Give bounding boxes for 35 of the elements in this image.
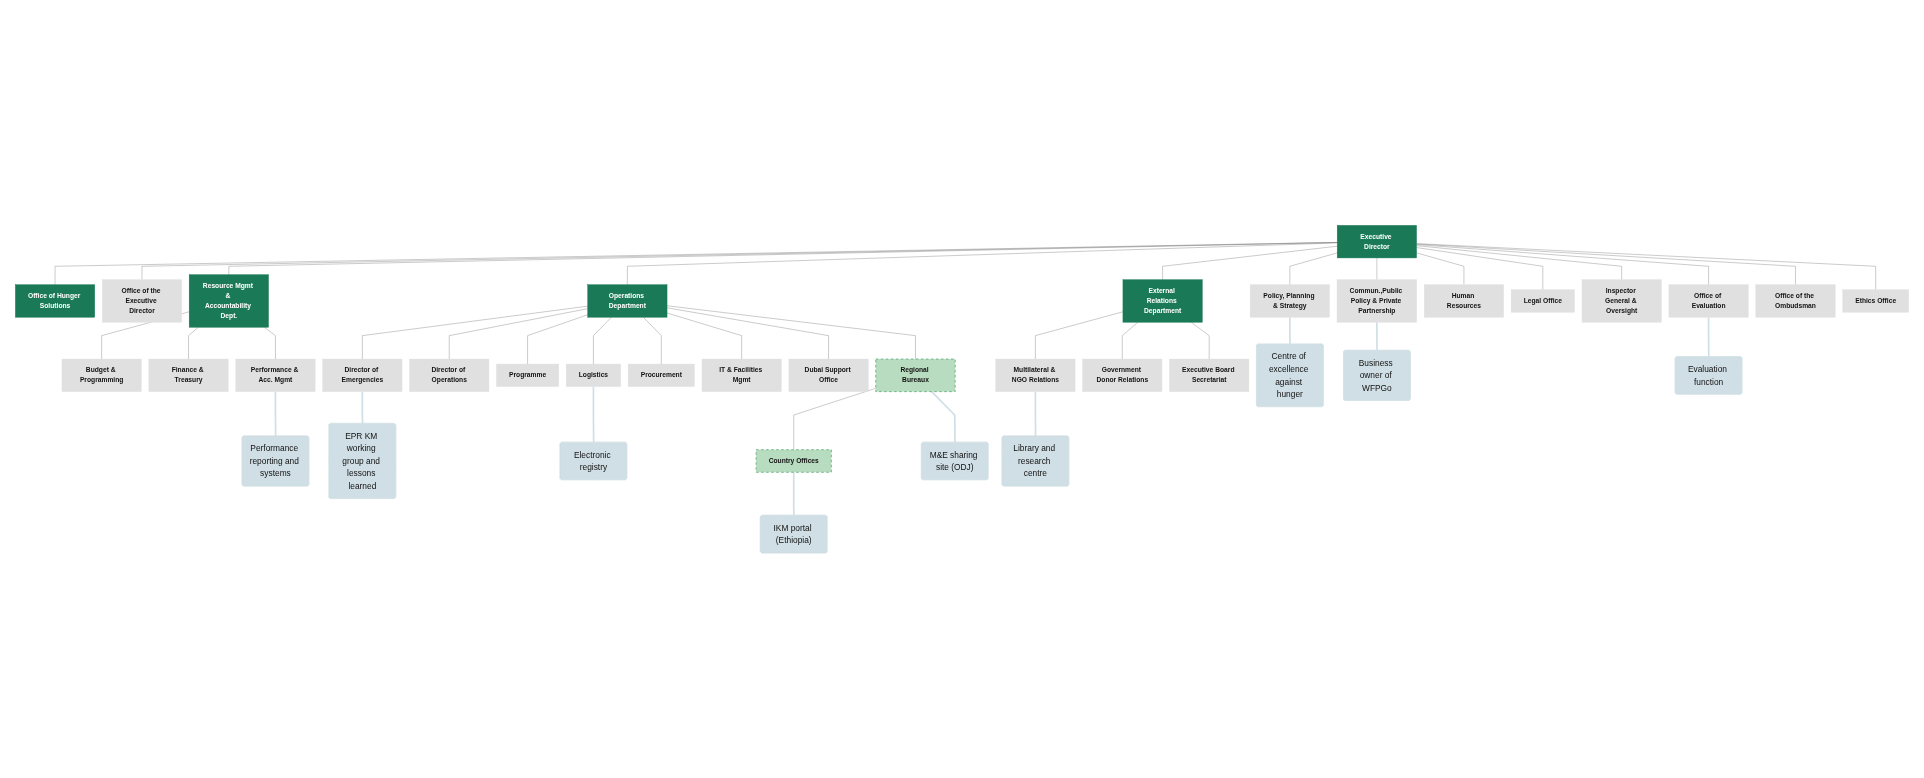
connector — [1289, 316, 1291, 345]
connector — [930, 390, 956, 444]
connector — [1191, 321, 1210, 360]
connector — [1416, 243, 1876, 290]
connector — [1416, 244, 1709, 285]
connector — [1122, 321, 1139, 360]
connector — [1376, 257, 1378, 280]
connector — [1162, 245, 1338, 280]
connector — [449, 308, 588, 360]
connector — [361, 390, 364, 425]
connector — [592, 385, 595, 444]
connector — [264, 326, 276, 360]
connector — [54, 242, 1338, 285]
connector — [188, 326, 199, 360]
connector — [141, 242, 1338, 280]
connector — [666, 307, 829, 360]
connector — [1289, 252, 1338, 285]
connector — [792, 471, 795, 517]
connector — [1416, 252, 1465, 285]
connector — [1376, 321, 1378, 352]
connector — [362, 305, 588, 360]
connector — [1035, 311, 1124, 360]
connector — [666, 305, 916, 360]
connector — [1034, 390, 1037, 437]
connector — [666, 312, 742, 360]
connector — [793, 387, 876, 450]
connector — [627, 242, 1338, 285]
connector — [274, 390, 277, 437]
connector — [1416, 245, 1622, 280]
connector — [1416, 247, 1543, 290]
connector — [1707, 316, 1710, 358]
connector — [1416, 243, 1796, 285]
connector — [593, 316, 612, 365]
connector — [643, 316, 662, 365]
connector — [527, 314, 588, 365]
